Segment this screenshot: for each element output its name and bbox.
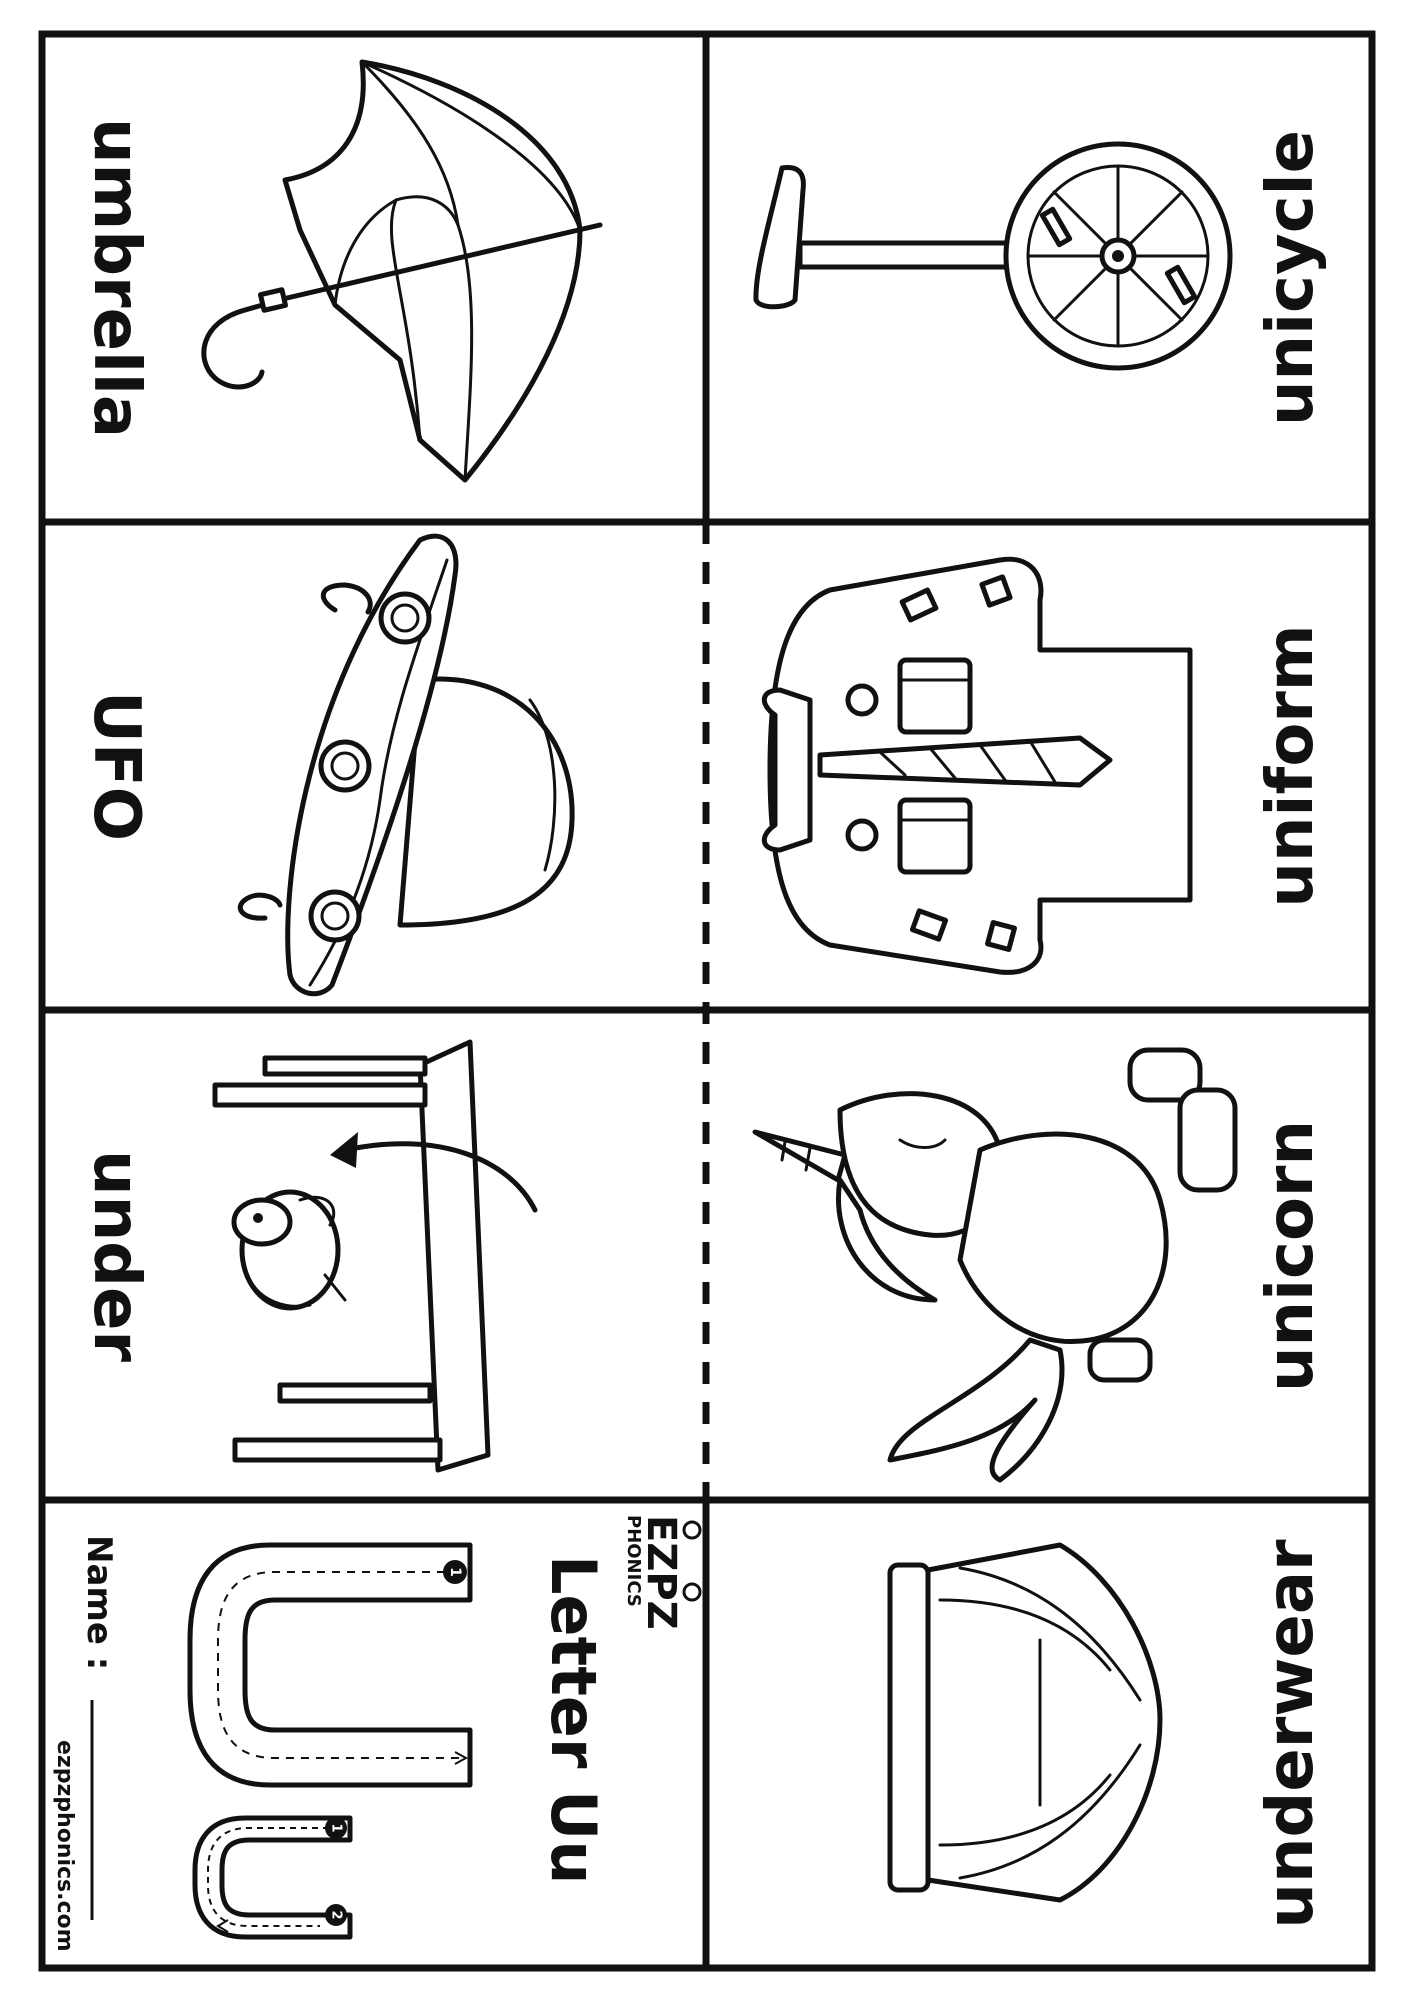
word-ufo: UFO [79, 691, 153, 841]
card-unicorn: unicorn [752, 1047, 1328, 1483]
unicorn-illustration [752, 1047, 1238, 1483]
logo-text-top: EZPZ [638, 1515, 684, 1630]
logo-eyes-icon [682, 1520, 702, 1540]
ezpz-phonics-logo: EZPZ PHONICS [623, 1515, 702, 1630]
card-underwear: underwear [887, 1539, 1328, 1929]
card-umbrella: umbrella [79, 59, 603, 483]
lowercase-u-trace: 1 2 [192, 1815, 353, 1940]
website-url: ezpzphonics.com [52, 1740, 77, 1952]
word-unicorn: unicorn [1254, 1120, 1328, 1392]
uppercase-u-trace: 1 [187, 1542, 473, 1788]
umbrella-illustration [201, 59, 603, 483]
word-under: under [79, 1150, 153, 1362]
card-uniform: uniform [761, 556, 1328, 975]
underwear-illustration [887, 1542, 1163, 1903]
word-umbrella: umbrella [79, 118, 153, 438]
stroke-number-2-small: 2 [329, 1910, 344, 1919]
word-uniform: uniform [1254, 624, 1328, 907]
cover-title: Letter Uu [537, 1555, 610, 1885]
logo-text-bottom: PHONICS [623, 1515, 644, 1607]
under-illustration [212, 1039, 538, 1473]
card-unicycle: unicycle [753, 130, 1328, 426]
name-label: Name : [79, 1535, 119, 1670]
word-underwear: underwear [1254, 1539, 1328, 1929]
card-grid [38, 30, 1376, 1972]
card-ufo: UFO [79, 533, 575, 997]
word-unicycle: unicycle [1254, 130, 1328, 426]
unicycle-illustration [753, 141, 1233, 371]
ufo-illustration [237, 533, 575, 997]
uniform-illustration [761, 556, 1193, 975]
stroke-number-1: 1 [447, 1567, 463, 1577]
card-cover: EZPZ PHONICS Letter Uu Name : ezpzphonic… [52, 1515, 702, 1952]
stroke-number-1-small: 1 [329, 1823, 344, 1832]
card-under: under [79, 1039, 538, 1473]
